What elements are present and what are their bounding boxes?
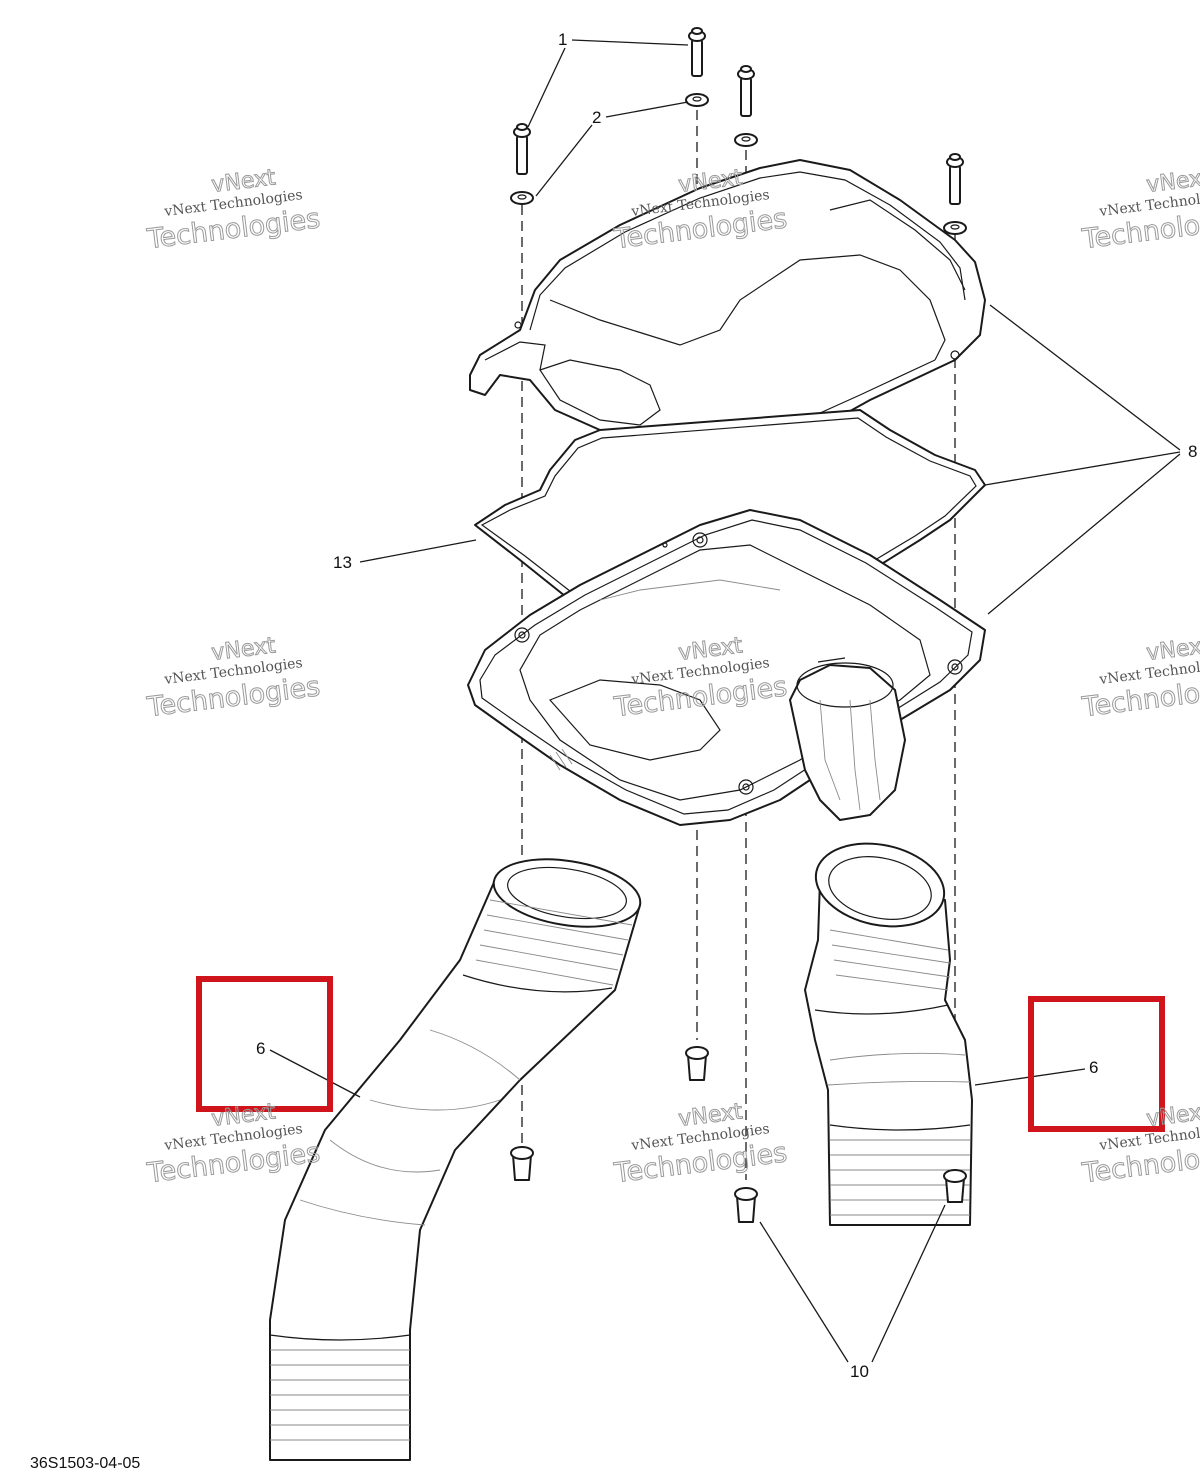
air-box-base: [467, 509, 986, 826]
callout-2: 2: [592, 108, 601, 127]
air-box-cover: [469, 159, 986, 491]
grommets: [510, 1046, 967, 1223]
watermark-4: vNext Technologies vNext Technologies: [144, 633, 322, 724]
intake-tube-left: [269, 858, 642, 1461]
callout-10: 10: [850, 1362, 869, 1381]
callout-8: 8: [1188, 442, 1197, 461]
highlight-box-right: [1028, 996, 1165, 1132]
watermark-8: vNext Technologies vNext Technologies: [611, 1099, 789, 1190]
drawing-code: 36S1503-04-05: [30, 1455, 141, 1472]
leader-lines: [269, 39, 1181, 1363]
callout-labels: 1 2 8 13 6 6 10: [256, 30, 1197, 1381]
watermark-3: vNext Technologies vNext Technologies: [1079, 165, 1200, 256]
highlight-box-left: [196, 976, 333, 1112]
screw-1b: [737, 65, 755, 117]
screw-1a: [688, 27, 706, 77]
callout-1: 1: [558, 30, 567, 49]
callout-13: 13: [333, 553, 352, 572]
watermark-1: vNext Technologies vNext Technologies: [144, 165, 322, 256]
highlight-boxes: [196, 976, 1165, 1132]
intake-tube-right: [804, 842, 973, 1226]
watermarks: vNext Technologies vNext Technologies vN…: [144, 165, 1200, 1190]
washers: [510, 93, 967, 235]
callout-6-left: 6: [256, 1039, 265, 1058]
screw-1c: [513, 123, 531, 175]
watermark-6: vNext Technologies vNext Technologies: [1079, 633, 1200, 724]
watermark-9: vNext Technologies vNext Technologies: [1079, 1099, 1200, 1190]
callout-6-right: 6: [1089, 1058, 1098, 1077]
screw-1d: [946, 153, 964, 205]
